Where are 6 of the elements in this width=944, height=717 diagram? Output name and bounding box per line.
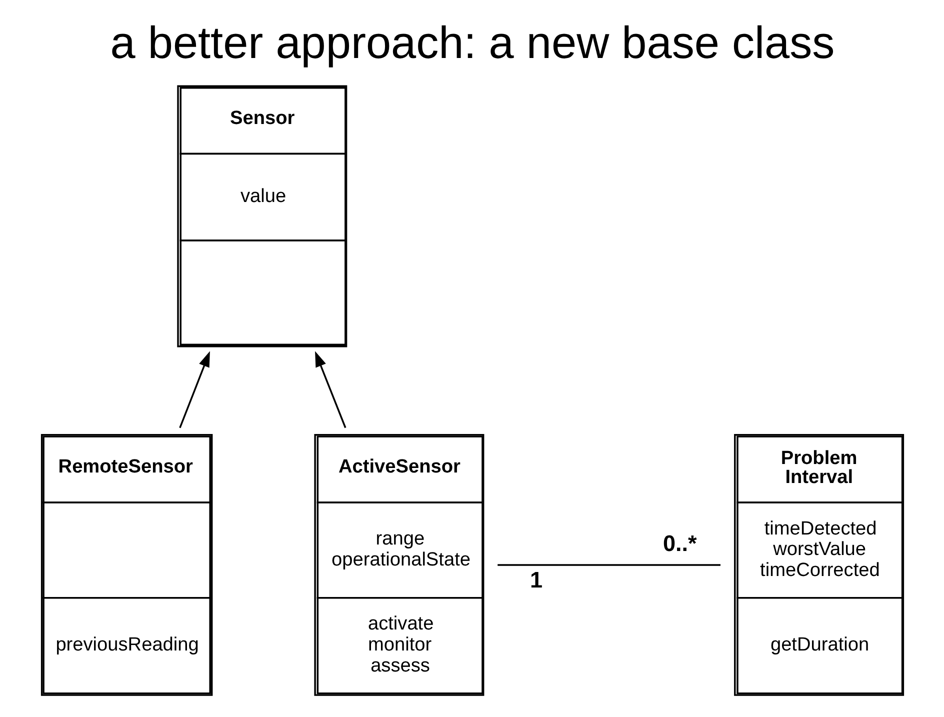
label: 1 — [529, 567, 542, 592]
connector — [497, 564, 720, 566]
diagram-title: a better approach: a new base class — [110, 17, 834, 68]
arrow — [314, 351, 346, 428]
arrow — [178, 351, 210, 428]
label: 0..* — [662, 530, 696, 556]
